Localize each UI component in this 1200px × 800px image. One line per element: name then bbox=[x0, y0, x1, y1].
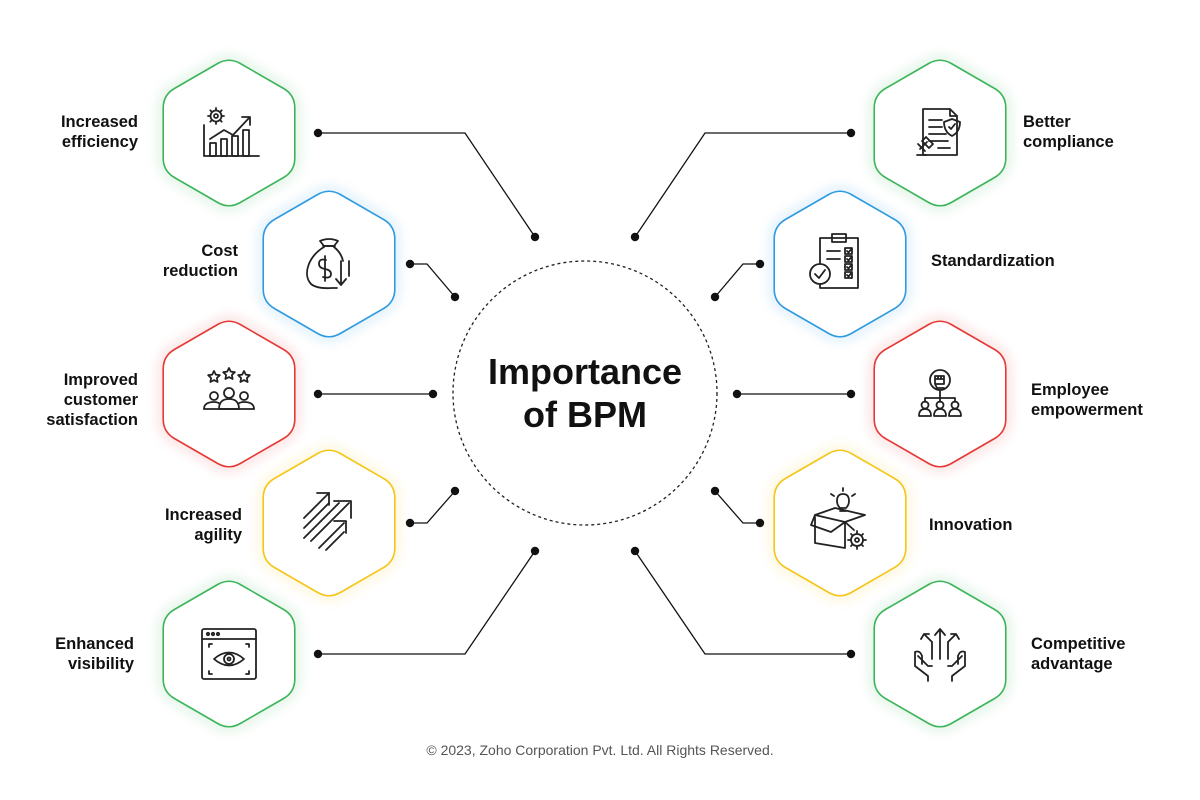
label-line: efficiency bbox=[61, 133, 138, 151]
hexagon-innovation bbox=[773, 449, 907, 597]
dot bbox=[313, 128, 323, 138]
label-line: Increased bbox=[60, 113, 138, 131]
connector-better-compliance bbox=[634, 132, 851, 238]
copyright-notice: © 2023, Zoho Corporation Pvt. Ltd. All R… bbox=[426, 742, 774, 758]
hexagon-standardization bbox=[773, 190, 907, 338]
label-line: Better bbox=[1023, 113, 1071, 131]
label-competitive-advantage: Competitive advantage bbox=[1031, 634, 1191, 674]
label-employee-empowerment: Employee empowerment bbox=[1031, 380, 1191, 420]
hexagon-better-compliance bbox=[873, 59, 1007, 207]
label-cost-reduction: Cost reduction bbox=[100, 241, 238, 281]
dot bbox=[846, 649, 856, 659]
connector-cost-reduction bbox=[410, 263, 456, 298]
connector-dots bbox=[313, 128, 856, 659]
connector-innovation bbox=[714, 490, 760, 524]
connector-increased-efficiency bbox=[318, 132, 536, 238]
checklist-icon bbox=[809, 233, 859, 289]
chart-gear-icon bbox=[203, 107, 260, 157]
center-title: Importance of BPM bbox=[458, 350, 712, 436]
label-line: satisfaction bbox=[46, 411, 138, 429]
connector-enhanced-visibility bbox=[318, 550, 536, 655]
dot bbox=[846, 389, 856, 399]
label-line: Enhanced bbox=[55, 635, 134, 653]
title-line-1: Importance bbox=[487, 351, 683, 392]
dot bbox=[710, 486, 720, 496]
connector-increased-agility bbox=[410, 490, 456, 524]
label-line: agility bbox=[194, 526, 242, 544]
eye-window-icon bbox=[201, 628, 257, 680]
label-line: visibility bbox=[67, 655, 134, 673]
dot bbox=[313, 649, 323, 659]
label-line: empowerment bbox=[1031, 401, 1143, 419]
dot bbox=[450, 292, 460, 302]
dot bbox=[428, 389, 438, 399]
dot bbox=[530, 546, 540, 556]
label-line: Increased bbox=[164, 506, 242, 524]
connectors bbox=[318, 132, 851, 655]
hexagon-improved-customer-satisfaction bbox=[162, 320, 296, 468]
box-bulb-gear-icon bbox=[810, 487, 867, 550]
label-line: advantage bbox=[1031, 655, 1113, 673]
dot bbox=[755, 259, 765, 269]
title-line-2: of BPM bbox=[523, 394, 647, 435]
dot bbox=[755, 518, 765, 528]
document-gavel-icon bbox=[916, 108, 961, 156]
hexagon-cost-reduction bbox=[262, 190, 396, 338]
label-line: Innovation bbox=[929, 516, 1013, 534]
label-improved-customer-satisfaction: Improved customer satisfaction bbox=[18, 370, 138, 430]
dot bbox=[530, 232, 540, 242]
label-increased-agility: Increased agility bbox=[100, 505, 242, 545]
dot bbox=[732, 389, 742, 399]
dot bbox=[846, 128, 856, 138]
label-line: compliance bbox=[1023, 133, 1114, 151]
customer-stars-icon bbox=[203, 367, 255, 410]
center-circle bbox=[452, 260, 718, 526]
dot bbox=[313, 389, 323, 399]
dot bbox=[630, 546, 640, 556]
label-line: customer bbox=[63, 391, 138, 409]
dot bbox=[710, 292, 720, 302]
icons bbox=[201, 107, 966, 682]
label-increased-efficiency: Increased efficiency bbox=[20, 112, 138, 152]
money-bag-down-icon bbox=[306, 238, 350, 290]
dot bbox=[630, 232, 640, 242]
label-line: Employee bbox=[1031, 381, 1109, 399]
connector-standardization bbox=[714, 263, 760, 298]
label-better-compliance: Better compliance bbox=[1023, 112, 1183, 152]
label-innovation: Innovation bbox=[929, 515, 1089, 535]
label-line: Cost bbox=[201, 242, 238, 260]
dot bbox=[405, 259, 415, 269]
hands-arrows-icon bbox=[914, 628, 966, 682]
label-line: Standardization bbox=[931, 252, 1055, 270]
dot bbox=[405, 518, 415, 528]
label-line: Improved bbox=[63, 371, 138, 389]
arrows-up-right-icon bbox=[303, 492, 352, 551]
label-line: reduction bbox=[162, 262, 238, 280]
label-standardization: Standardization bbox=[931, 251, 1111, 271]
label-line: Competitive bbox=[1031, 635, 1126, 653]
dot bbox=[450, 486, 460, 496]
team-fist-icon bbox=[918, 369, 962, 417]
label-enhanced-visibility: Enhanced visibility bbox=[20, 634, 134, 674]
connector-competitive-advantage bbox=[634, 550, 851, 655]
